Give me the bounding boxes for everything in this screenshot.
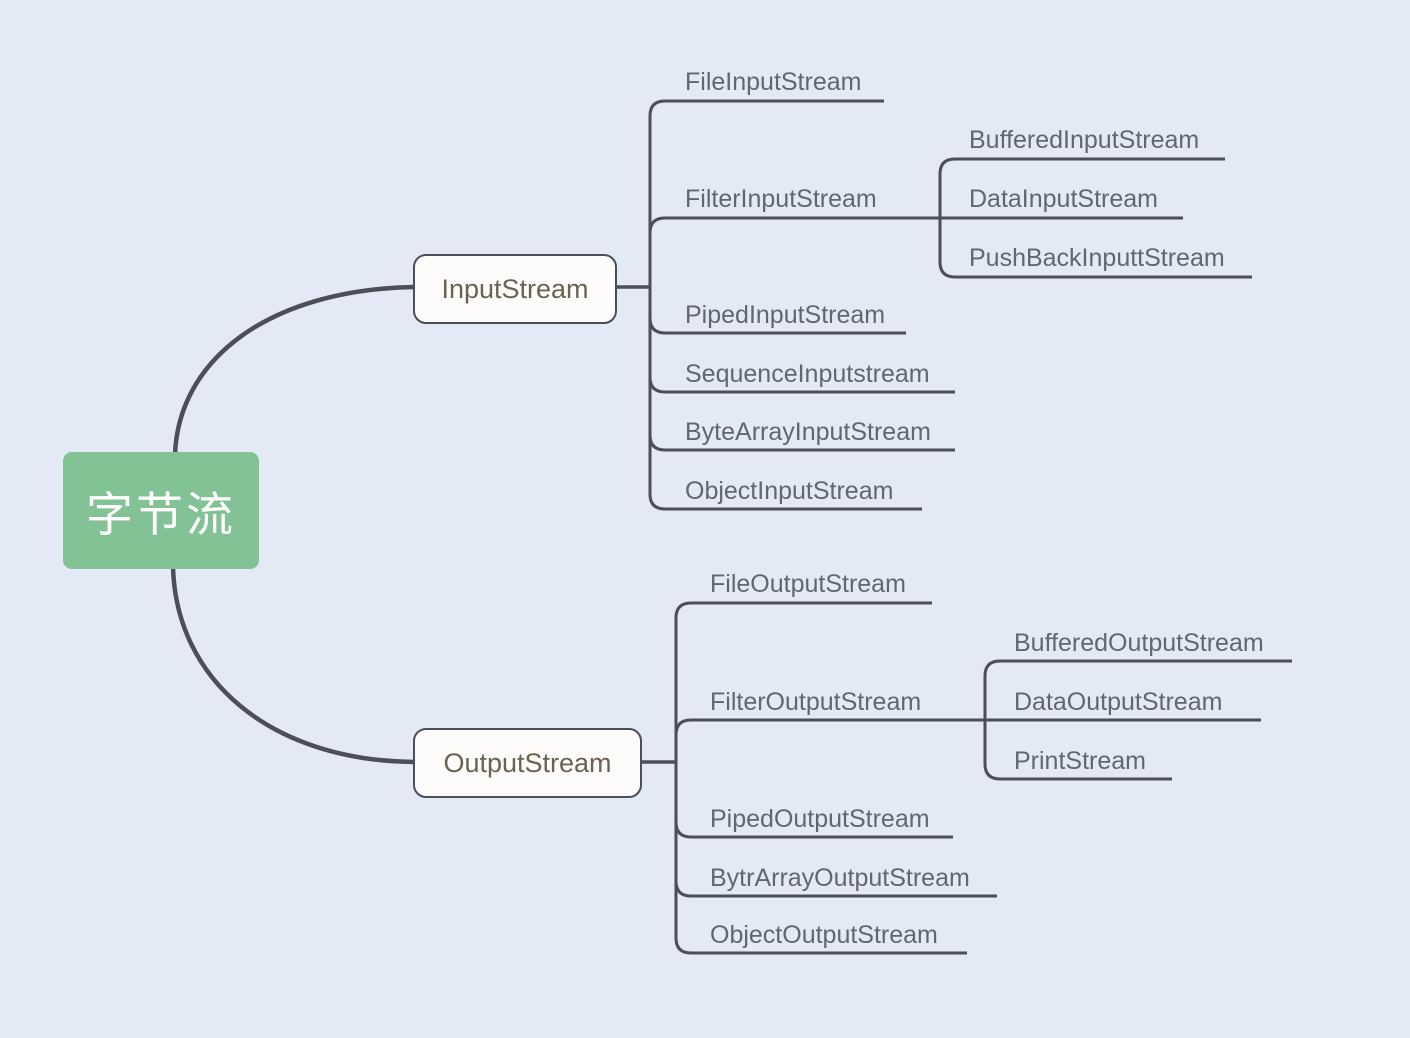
leaf-bytr-array-output-stream[interactable]: BytrArrayOutputStream [710, 864, 970, 892]
leaf-filter-output-stream[interactable]: FilterOutputStream [710, 688, 922, 716]
branch-node-outputstream-label: OutputStream [443, 747, 612, 778]
leaf-file-output-stream[interactable]: FileOutputStream [710, 570, 906, 598]
leaf-pushback-input-stream[interactable]: PushBackInputtStream [969, 244, 1225, 272]
leaf-buffered-input-stream[interactable]: BufferedInputStream [969, 126, 1200, 154]
leaf-filter-input-stream[interactable]: FilterInputStream [685, 185, 877, 213]
edge-root-to-outputstream [170, 564, 416, 765]
leaf-object-output-stream[interactable]: ObjectOutputStream [710, 921, 938, 949]
leaf-object-input-stream[interactable]: ObjectInputStream [685, 477, 894, 505]
edge-root-to-inputstream [172, 284, 416, 458]
leaf-data-input-stream[interactable]: DataInputStream [969, 185, 1158, 213]
leaf-print-stream[interactable]: PrintStream [1014, 747, 1146, 775]
leaf-byte-array-input-stream[interactable]: ByteArrayInputStream [685, 418, 931, 446]
branch-node-outputstream[interactable]: OutputStream [413, 728, 642, 798]
branch-node-inputstream-label: InputStream [441, 273, 589, 304]
leaf-data-output-stream[interactable]: DataOutputStream [1014, 688, 1223, 716]
root-node-label: 字节流 [86, 488, 236, 543]
branch-node-inputstream[interactable]: InputStream [413, 254, 617, 324]
leaf-piped-input-stream[interactable]: PipedInputStream [685, 301, 886, 329]
leaf-file-input-stream[interactable]: FileInputStream [685, 68, 862, 96]
leaf-sequence-input-stream[interactable]: SequenceInputstream [685, 360, 930, 388]
leaf-piped-output-stream[interactable]: PipedOutputStream [710, 805, 930, 833]
leaf-buffered-output-stream[interactable]: BufferedOutputStream [1014, 629, 1264, 657]
edge-group-outputstream-children [674, 601, 997, 955]
root-node[interactable]: 字节流 [63, 452, 259, 569]
